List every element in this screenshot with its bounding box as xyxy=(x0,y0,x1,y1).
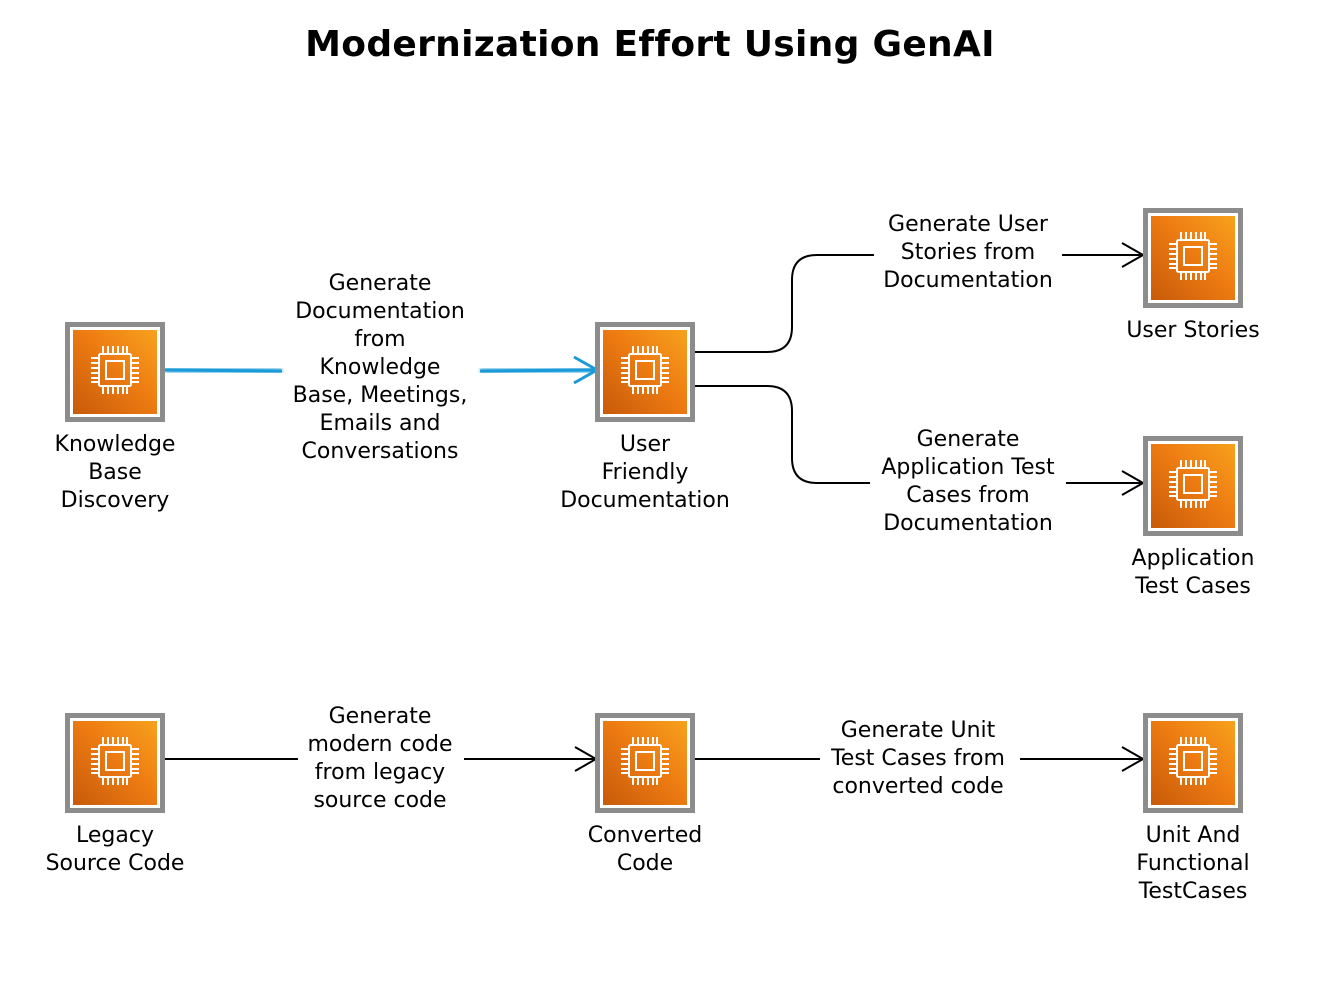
edge-label-kb-to-docs: Generate Documentation from Knowledge Ba… xyxy=(292,271,468,464)
chip-icon xyxy=(1165,456,1221,516)
chip-icon xyxy=(87,733,143,793)
node-legacy-code[interactable] xyxy=(65,713,165,813)
node-unit-tests-label: Unit And Functional TestCases xyxy=(1136,823,1250,904)
node-unit-tests[interactable] xyxy=(1143,713,1243,813)
node-user-docs-label: User Friendly Documentation xyxy=(560,432,730,513)
chip-icon xyxy=(87,342,143,402)
node-knowledge-base-label: Knowledge Base Discovery xyxy=(54,432,176,513)
diagram-title: Modernization Effort Using GenAI xyxy=(305,24,995,65)
chip-icon xyxy=(617,733,673,793)
edge-label-converted-to-unit: Generate Unit Test Cases from converted … xyxy=(831,718,1005,799)
chip-icon xyxy=(617,342,673,402)
node-knowledge-base[interactable] xyxy=(65,322,165,422)
node-converted-code-label: Converted Code xyxy=(587,823,703,876)
node-converted-code[interactable] xyxy=(595,713,695,813)
node-app-test-cases[interactable] xyxy=(1143,436,1243,536)
edge-label-docs-to-stories: Generate User Stories from Documentation xyxy=(883,212,1053,293)
edge-label-docs-to-tests: Generate Application Test Cases from Doc… xyxy=(881,427,1055,536)
chip-icon xyxy=(1165,733,1221,793)
node-user-stories[interactable] xyxy=(1143,208,1243,308)
chip-icon xyxy=(1165,228,1221,288)
node-app-test-cases-label: Application Test Cases xyxy=(1131,546,1255,599)
node-user-docs[interactable] xyxy=(595,322,695,422)
node-legacy-code-label: Legacy Source Code xyxy=(45,823,185,876)
edge-label-legacy-to-converted: Generate modern code from legacy source … xyxy=(307,704,453,813)
node-user-stories-label: User Stories xyxy=(1126,318,1260,343)
